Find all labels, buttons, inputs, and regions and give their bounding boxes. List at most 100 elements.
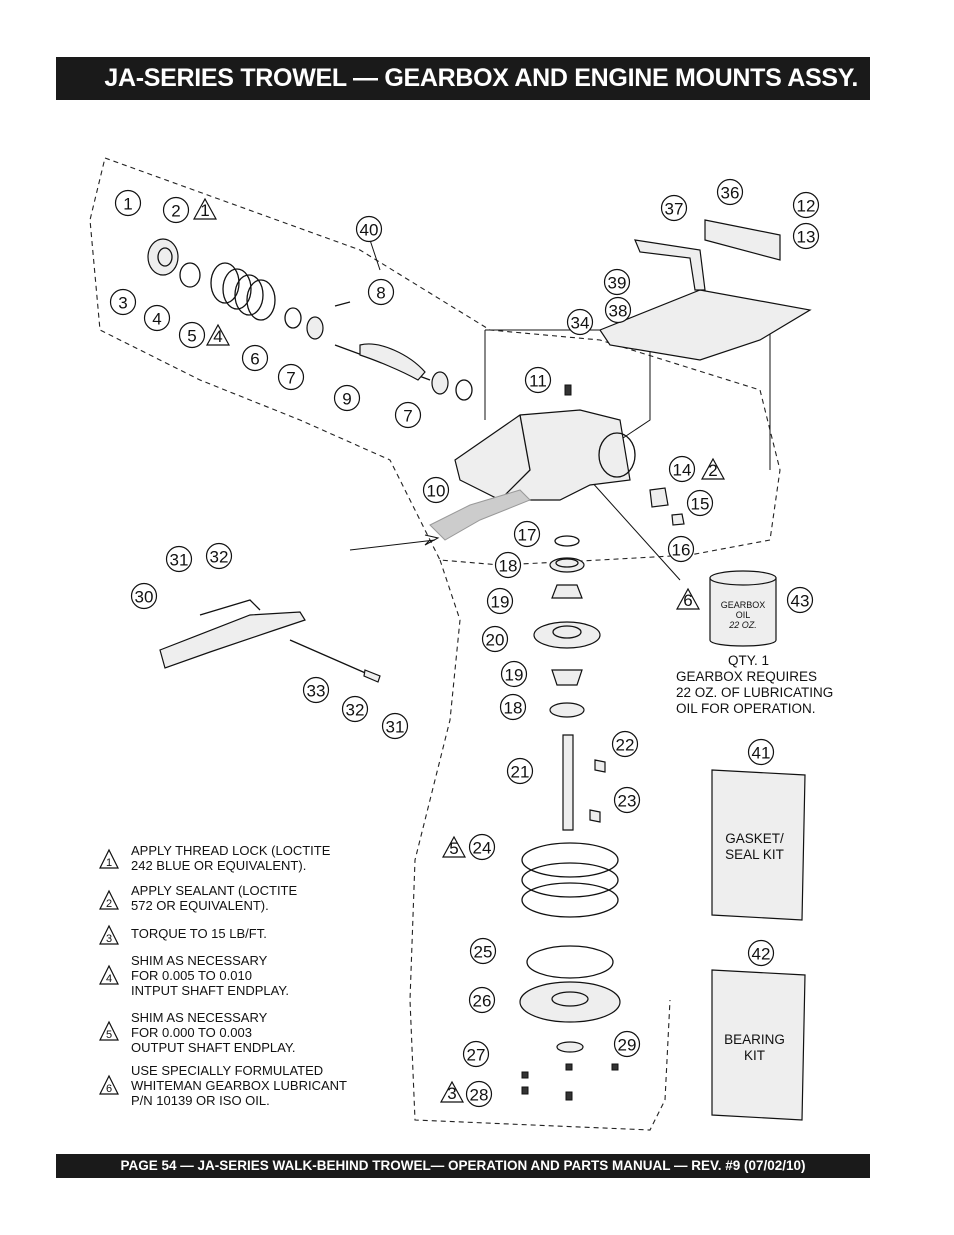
callout-18: 18 <box>494 551 522 579</box>
callout-circle <box>613 1030 641 1058</box>
callout-number: 22 <box>616 736 635 755</box>
callout-36: 36 <box>716 178 744 206</box>
callout-number: 41 <box>752 744 771 763</box>
callout-19: 19 <box>500 660 528 688</box>
note-flag-number: 2 <box>106 898 112 910</box>
callout-number: 18 <box>499 557 518 576</box>
callout-18: 18 <box>499 693 527 721</box>
note-flag-number: 3 <box>106 933 112 945</box>
callout-number: 23 <box>618 792 637 811</box>
callout-number: 11 <box>529 372 547 391</box>
callout-number: 32 <box>346 701 365 720</box>
note-flag-triangle <box>99 848 119 869</box>
gearbox-oil-note-line2: 22 OZ. OF LUBRICATING <box>676 685 834 700</box>
callout-number: 27 <box>467 1046 486 1065</box>
bearing-cap-26 <box>519 981 621 1023</box>
callout-number: 21 <box>511 763 530 782</box>
callout-circle <box>381 712 409 740</box>
callout-3: 3 <box>109 288 137 316</box>
flag-triangle <box>439 1080 465 1103</box>
seal-29 <box>556 1041 584 1053</box>
callout-number: 31 <box>170 551 189 570</box>
gearbox-oil-note: QTY. 1 GEARBOX REQUIRES 22 OZ. OF LUBRIC… <box>676 653 856 717</box>
callout-6: 6 <box>241 344 269 372</box>
callout-circle <box>786 586 814 614</box>
callout-number: 37 <box>665 200 684 219</box>
callout-38: 38 <box>604 296 632 324</box>
callout-43: 43 <box>786 586 814 614</box>
callout-circle <box>468 986 496 1014</box>
mount-bracket-2 <box>704 219 781 261</box>
note-flag-2: 2 <box>99 889 119 910</box>
note-3: TORQUE TO 15 LB/FT. <box>131 926 267 941</box>
bearing-race <box>284 307 302 329</box>
note-flag-triangle <box>99 1020 119 1041</box>
bearing-cup-18-bottom <box>549 702 585 718</box>
gasket-kit-label-line2: SEAL KIT <box>725 847 784 862</box>
callout-circle <box>205 542 233 570</box>
callout-circle <box>747 738 775 766</box>
callout-circle <box>109 288 137 316</box>
key <box>334 301 351 307</box>
oil-can-icon <box>709 570 777 647</box>
key-22 <box>594 759 606 773</box>
bearing-kit-bag <box>711 969 806 1121</box>
callout-number: 29 <box>618 1036 637 1055</box>
flag-number: 4 <box>213 327 222 346</box>
callout-circle <box>162 196 190 224</box>
callout-number: 10 <box>427 482 446 501</box>
worm-spring-stack <box>210 262 276 321</box>
callout-number: 14 <box>673 461 692 480</box>
callout-number: 18 <box>504 699 523 718</box>
callout-number: 42 <box>752 945 771 964</box>
note-6: USE SPECIALLY FORMULATED WHITEMAN GEARBO… <box>131 1063 347 1108</box>
callout-circle <box>302 676 330 704</box>
callout-27: 27 <box>462 1040 490 1068</box>
flag-triangle <box>441 835 467 858</box>
callout-29: 29 <box>613 1030 641 1058</box>
callout-number: 38 <box>609 302 628 321</box>
gasket-kit-bag <box>711 769 806 921</box>
flag-triangle <box>700 457 726 480</box>
callout-circle <box>506 757 534 785</box>
callout-circle <box>178 321 206 349</box>
gearbox-oil-note-line1: GEARBOX REQUIRES <box>676 669 818 684</box>
flag-3: 3 <box>439 1080 465 1103</box>
callout-circle <box>792 191 820 219</box>
callout-8: 8 <box>367 278 395 306</box>
callout-circle <box>566 308 594 336</box>
callout-circle <box>747 939 775 967</box>
callout-number: 32 <box>210 548 229 567</box>
flag-number: 6 <box>683 591 692 610</box>
callout-7: 7 <box>394 401 422 429</box>
callout-37: 37 <box>660 194 688 222</box>
mount-bracket <box>634 239 706 291</box>
washer-17 <box>554 535 580 547</box>
callout-circle <box>660 194 688 222</box>
assembly-boundary <box>89 157 781 566</box>
page-footer: PAGE 54 — JA-SERIES WALK-BEHIND TROWEL— … <box>56 1154 870 1178</box>
callout-circle <box>668 455 696 483</box>
callout-number: 7 <box>403 407 412 426</box>
callout-circle <box>500 660 528 688</box>
o-ring <box>179 262 201 288</box>
note-flag-6: 6 <box>99 1074 119 1095</box>
bearing-race-2 <box>455 379 473 401</box>
page-title: JA-SERIES TROWEL — GEARBOX AND ENGINE MO… <box>56 57 870 100</box>
bearing-cone-19-top <box>551 584 583 599</box>
callout-13: 13 <box>792 222 820 250</box>
bearing-cup-18-top <box>549 557 585 573</box>
callout-31: 31 <box>165 545 193 573</box>
callout-circle <box>277 363 305 391</box>
callout-number: 30 <box>135 588 154 607</box>
callout-number: 3 <box>118 294 127 313</box>
note-flag-number: 4 <box>106 973 112 985</box>
callout-5: 5 <box>178 321 206 349</box>
callout-circle <box>667 535 695 563</box>
lower-boundary <box>409 559 671 1131</box>
callout-circle <box>130 582 158 610</box>
worm-gear-20 <box>533 621 601 649</box>
callout-circle <box>465 1080 493 1108</box>
note-flag-1: 1 <box>99 848 119 869</box>
